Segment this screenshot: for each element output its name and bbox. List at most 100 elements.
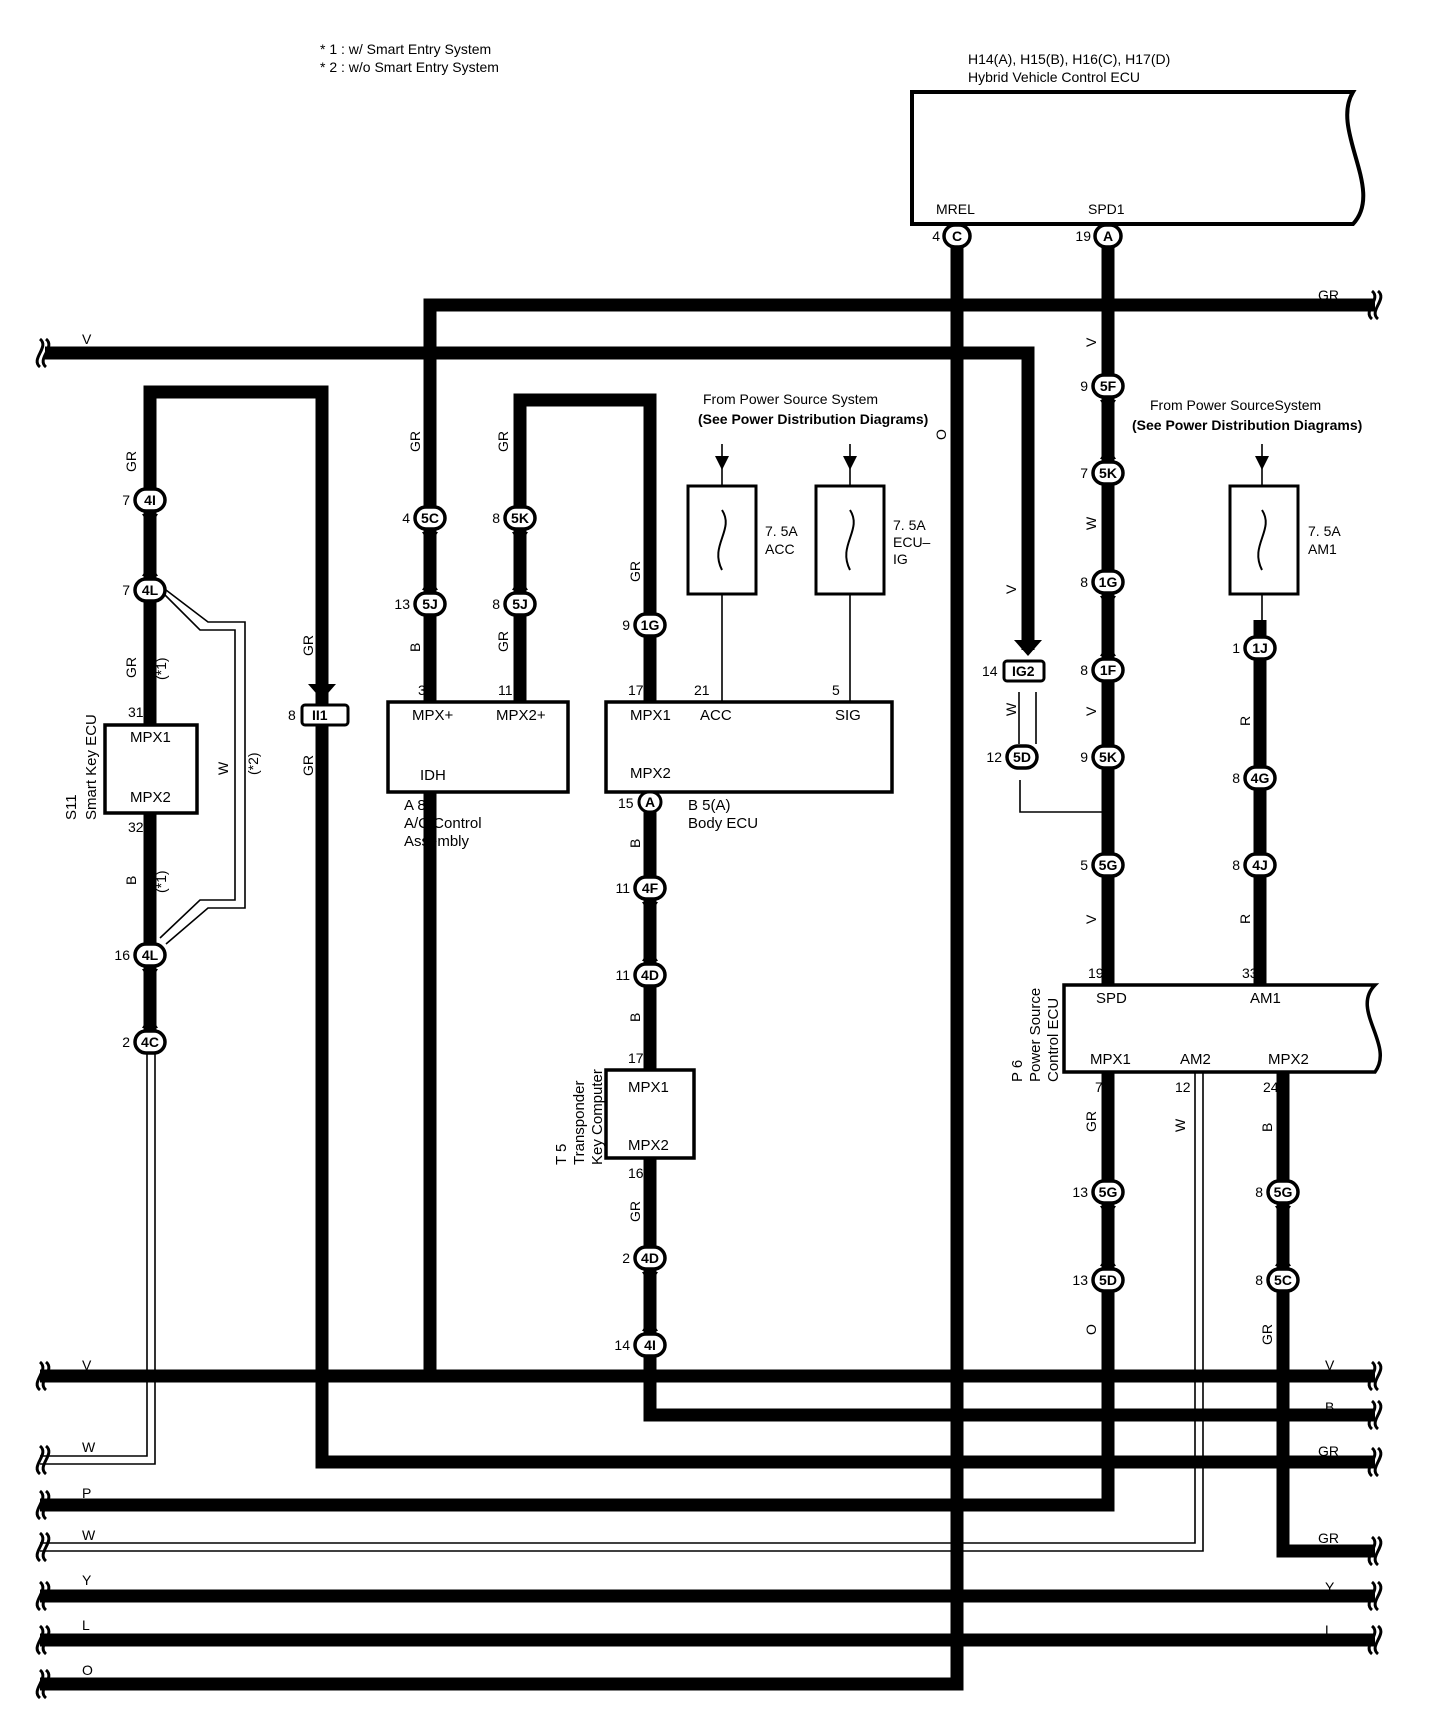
- power-source-from-1: From Power Source System: [703, 391, 878, 407]
- wire-color-label: B: [1325, 1399, 1334, 1415]
- connector-pin: 5C8: [1255, 1267, 1300, 1293]
- body-pin-mpx1: MPX1: [630, 707, 671, 724]
- wire-color-label: V: [82, 1357, 92, 1373]
- connector-num: 16: [114, 947, 130, 963]
- wire-color-label: (*1): [153, 657, 169, 680]
- wire-color-label: GR: [407, 431, 423, 452]
- connector-label: 1J: [1252, 640, 1268, 656]
- ps-num-33: 33: [1242, 965, 1258, 981]
- connector-num: 13: [394, 596, 410, 612]
- wire-color-label: Y: [1325, 1579, 1335, 1595]
- connector-num: 8: [1255, 1272, 1263, 1288]
- wire-color-label: W: [1003, 702, 1019, 716]
- connector-num: 8: [1080, 662, 1088, 678]
- ig2-num: 14: [982, 663, 998, 679]
- ps-pin-mpx2: MPX2: [1268, 1051, 1309, 1068]
- wire-color-label: GR: [300, 635, 316, 656]
- body-num-15: 15: [618, 795, 634, 811]
- wire-color-label: R: [1237, 914, 1253, 924]
- wire-color-label: GR: [300, 755, 316, 776]
- connector-pin: 5K9: [1080, 744, 1125, 770]
- connector-label: 4D: [641, 967, 659, 983]
- connector-num: 8: [492, 596, 500, 612]
- connector-num: 12: [986, 749, 1002, 765]
- connector-arrow-up: [1100, 400, 1116, 414]
- tr-pin-mpx1: MPX1: [628, 1079, 669, 1096]
- connector-arrow-up: [512, 532, 528, 546]
- connector-pin: 1F 8: [1080, 657, 1125, 683]
- connector-label: 5G: [1274, 1184, 1293, 1200]
- body-pin-acc: ACC: [700, 707, 732, 724]
- fuse-ecuig-name-1: ECU–: [893, 534, 931, 550]
- wire-break: [1373, 289, 1383, 321]
- connector-arrow-up: [642, 902, 658, 916]
- connector-label: 4J: [1252, 857, 1268, 873]
- wire-break: [1373, 1580, 1383, 1612]
- wire-color-label: V: [1083, 914, 1099, 924]
- wire-break: [1373, 1446, 1383, 1478]
- connector-num: 14: [614, 1337, 630, 1353]
- connector-num: 2: [622, 1250, 630, 1266]
- connector-num: 7: [1080, 465, 1088, 481]
- ps-num-7: 7: [1095, 1079, 1103, 1095]
- ac-pin-mpx2-plus: MPX2+: [496, 707, 546, 724]
- wire-break: [41, 1360, 51, 1392]
- wire-break: [41, 1531, 51, 1563]
- wire-color-label: O: [1083, 1324, 1099, 1335]
- connector-pin: 4G8: [1232, 765, 1277, 791]
- ac-pin-idh: IDH: [420, 767, 446, 784]
- wire-break: [41, 1668, 51, 1700]
- connector-pin: 5G5: [1080, 852, 1125, 878]
- connector-label: 1G: [1099, 574, 1118, 590]
- connector-arrow-down: [1100, 1252, 1116, 1266]
- wire-color-label: GR: [123, 657, 139, 678]
- ii1-num: 8: [288, 707, 296, 723]
- ac-code: A 8: [404, 797, 426, 814]
- wire-break: [35, 337, 45, 369]
- connector-arrow-down: [642, 947, 658, 961]
- wire-color-label: GR: [495, 631, 511, 652]
- sk-num-31: 31: [128, 704, 144, 720]
- connector-num: 9: [622, 617, 630, 633]
- fuse-am1-amp: 7. 5A: [1308, 523, 1341, 539]
- body-num-5: 5: [832, 682, 840, 698]
- sk-code: S11: [63, 794, 80, 820]
- connector-label: 4F: [642, 880, 659, 896]
- wire-color-label: V: [1083, 706, 1099, 716]
- wire-break: [1373, 1624, 1383, 1656]
- connector-pin: 4I7: [122, 487, 167, 513]
- connector-label: 5J: [422, 596, 438, 612]
- connector-pin: 1J1: [1232, 635, 1277, 661]
- connector-arrow-up: [142, 514, 158, 528]
- connector-label: 1F: [1100, 662, 1117, 678]
- wire-color-label: (*2): [245, 752, 261, 775]
- connector-pin: 5K7: [1080, 460, 1125, 486]
- wire-break: [35, 1668, 45, 1700]
- power-arrows: [715, 456, 1269, 470]
- connector-pin: 5G8: [1255, 1179, 1300, 1205]
- connector-label: 4L: [142, 947, 159, 963]
- connector-arrow-down: [1100, 642, 1116, 656]
- connector-layer: 4I74L74L164C25C45J135K85J81G94F114D114D2…: [114, 223, 1300, 1358]
- tr-name-1: Transponder: [571, 1081, 588, 1166]
- tr-name-2: Key Computer: [589, 1069, 606, 1165]
- connector-num: 5: [1080, 857, 1088, 873]
- connector-pin: 4L7: [122, 577, 167, 603]
- wire-color-label: W: [82, 1439, 96, 1455]
- connector-arrow-down: [1100, 445, 1116, 459]
- ps-pin-am2: AM2: [1180, 1051, 1211, 1068]
- wire-break: [35, 1624, 45, 1656]
- connector-arrow-up: [142, 969, 158, 983]
- body-pin-mpx2: MPX2: [630, 765, 671, 782]
- ps-pin-am1: AM1: [1250, 990, 1281, 1007]
- connector-arrow-down: [642, 1317, 658, 1331]
- connector-arrow-down: [142, 1014, 158, 1028]
- body-num-21: 21: [694, 682, 710, 698]
- connector-label: 4G: [1251, 770, 1270, 786]
- ps-name-1: Power Source: [1027, 988, 1044, 1082]
- connector-num: 7: [122, 492, 130, 508]
- tr-num-16: 16: [628, 1165, 644, 1181]
